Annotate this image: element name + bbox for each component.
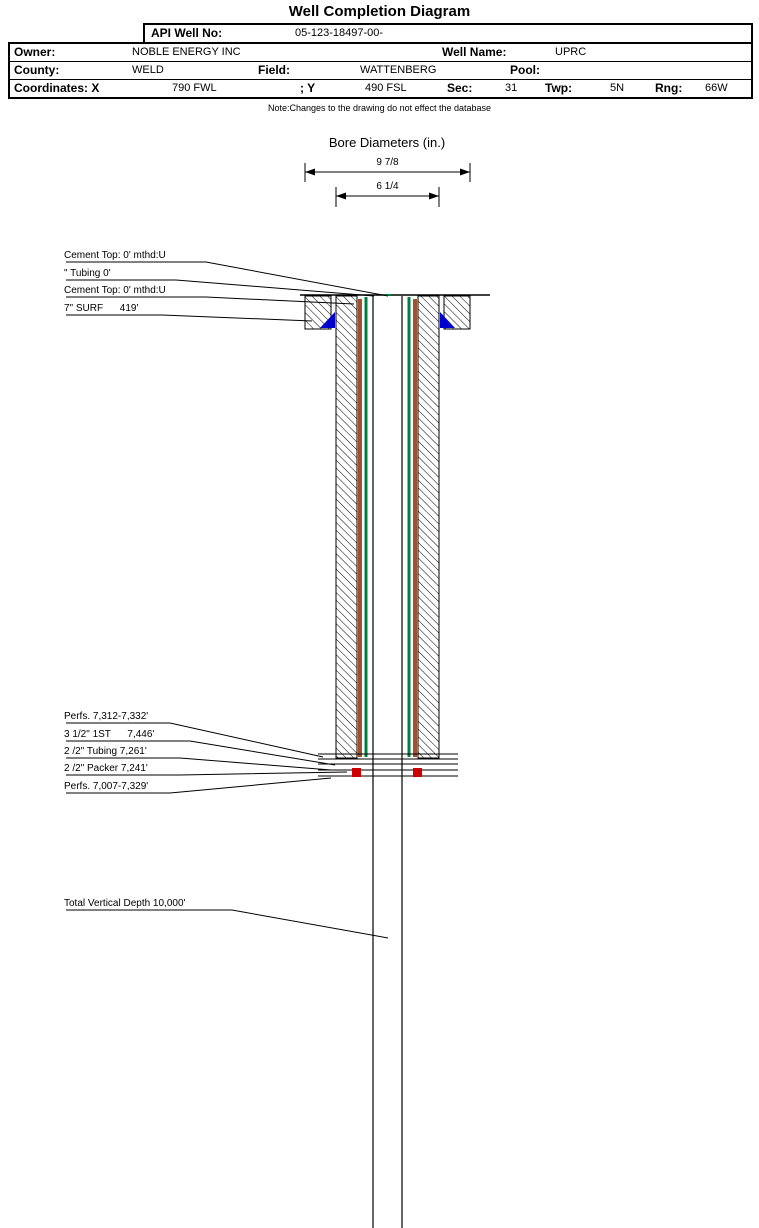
well-name-value: UPRC: [555, 46, 587, 58]
annotation-cement-top-1: Cement Top: 0' mthd:U: [64, 250, 166, 261]
leader-perfs-1: [66, 722, 324, 758]
bore-diameters-heading: Bore Diameters (in.): [328, 135, 446, 150]
annotation-perfs-2: Perfs. 7,007-7,329': [64, 781, 149, 792]
leader-cement-top-1: [66, 261, 389, 297]
rng-value: 66W: [705, 82, 728, 94]
production-casing-left: [335, 295, 358, 759]
inner-bore-dimension: [335, 187, 440, 207]
owner-row: Owner: NOBLE ENERGY INC Well Name: UPRC: [10, 44, 751, 62]
sec-label: Sec:: [447, 81, 473, 95]
api-label: API Well No:: [151, 26, 223, 40]
pool-label: Pool:: [510, 63, 540, 77]
leader-tvd: [66, 909, 389, 939]
casing-hanger-right: [440, 312, 455, 328]
packer-right: [413, 768, 422, 777]
header-table-body: Owner: NOBLE ENERGY INC Well Name: UPRC …: [8, 42, 753, 99]
annotation-tubing-depth: 2 /2" Tubing 7,261': [64, 746, 147, 757]
api-value: 05-123-18497-00-: [295, 27, 384, 39]
sec-value: 31: [505, 82, 518, 94]
coordinates-y-value: 490 FSL: [365, 82, 407, 94]
annotation-perfs-1: Perfs. 7,312-7,332': [64, 711, 149, 722]
field-label: Field:: [258, 63, 290, 77]
county-row: County: WELD Field: WATTENBERG Pool:: [10, 62, 751, 80]
leader-liner: [66, 740, 336, 766]
leader-tubing-depth: [66, 757, 332, 771]
twp-label: Twp:: [545, 81, 573, 95]
casing-hanger-left: [320, 312, 335, 328]
coordinates-y-label: ; Y: [300, 81, 316, 95]
annotation-total-vertical-depth: Total Vertical Depth 10,000': [64, 898, 186, 909]
twp-value: 5N: [610, 82, 625, 94]
annotation-packer: 2 /2" Packer 7,241': [64, 763, 148, 774]
county-label: County:: [14, 63, 60, 77]
rng-label: Rng:: [655, 81, 683, 95]
well-header-table: API Well No: 05-123-18497-00- Owner: NOB…: [8, 23, 753, 99]
field-value: WATTENBERG: [360, 64, 437, 76]
owner-value: NOBLE ENERGY INC: [132, 46, 241, 58]
coordinates-label: Coordinates: X: [14, 81, 100, 95]
county-value: WELD: [132, 64, 164, 76]
coordinates-x-value: 790 FWL: [172, 82, 217, 94]
owner-label: Owner:: [14, 45, 56, 59]
annotation-tubing-top: " Tubing 0': [64, 268, 111, 279]
annotation-cement-top-2: Cement Top: 0' mthd:U: [64, 285, 166, 296]
database-note: Note:Changes to the drawing do not effec…: [268, 103, 491, 113]
page-title: Well Completion Diagram: [288, 3, 471, 20]
leader-lines: [66, 261, 389, 939]
leader-packer: [66, 771, 348, 776]
annotation-liner: 3 1/2" 1ST 7,446': [64, 729, 155, 740]
production-casing-right: [417, 295, 440, 759]
coordinates-row: Coordinates: X 790 FWL ; Y 490 FSL Sec: …: [10, 80, 751, 97]
outer-bore-dimension: [304, 163, 471, 182]
leader-surface-casing: [66, 314, 313, 322]
api-row: API Well No: 05-123-18497-00-: [143, 23, 753, 42]
perforation-lines: [318, 753, 458, 777]
leader-tubing-top: [66, 279, 375, 297]
leader-perfs-2: [66, 777, 332, 794]
annotation-surface-casing: 7" SURF 419': [64, 303, 139, 314]
outer-bore-diameter-label: 9 7/8: [305, 157, 470, 168]
inner-bore-diameter-label: 6 1/4: [336, 181, 439, 192]
packer-left: [352, 768, 361, 777]
leader-cement-top-2: [66, 296, 355, 305]
well-name-label: Well Name:: [442, 45, 507, 59]
